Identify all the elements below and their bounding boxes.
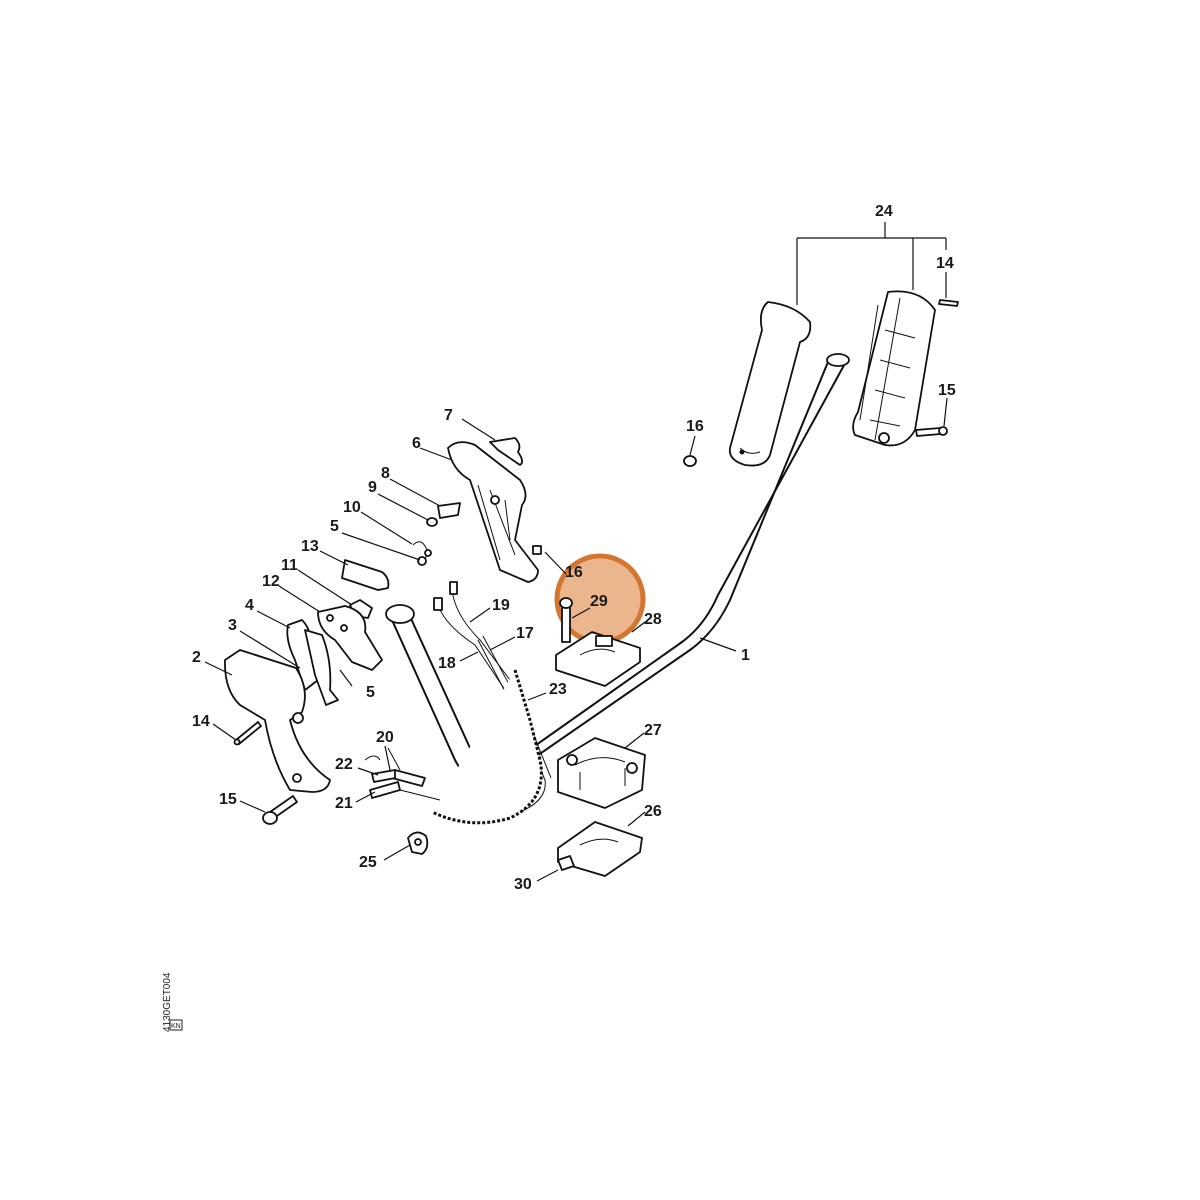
part-label-2[interactable]: 2 [192, 649, 201, 666]
spring-plate-8 [437, 502, 461, 519]
part-label-19[interactable]: 19 [492, 597, 510, 614]
screw-5-upper [417, 556, 427, 566]
cable-tie-22 [364, 755, 396, 783]
clamp-25 [407, 831, 429, 855]
part-label-14-left[interactable]: 14 [192, 713, 210, 730]
nut-16-upper [683, 455, 697, 467]
clamp-3 [304, 629, 339, 706]
screw-14-right [938, 299, 959, 307]
part-label-3[interactable]: 3 [228, 617, 237, 634]
drawing-code-box [169, 1019, 183, 1031]
control-handle-housing [447, 441, 539, 583]
nut-16-lower [532, 545, 542, 555]
part-label-6[interactable]: 6 [412, 435, 421, 452]
clamp-half-28 [555, 631, 641, 687]
corrugated-hose-23 [431, 669, 543, 825]
part-label-11[interactable]: 11 [281, 557, 298, 574]
part-label-28[interactable]: 28 [644, 611, 662, 628]
part-label-15-left[interactable]: 15 [219, 791, 237, 808]
part-label-17[interactable]: 17 [516, 625, 534, 642]
part-label-16-upper[interactable]: 16 [686, 418, 704, 435]
part-label-16-lower[interactable]: 16 [565, 564, 583, 581]
part-label-4[interactable]: 4 [245, 597, 254, 614]
part-label-5-upper[interactable]: 5 [330, 518, 339, 535]
part-label-29[interactable]: 29 [590, 593, 608, 610]
cover-13 [341, 559, 390, 591]
part-label-15-right[interactable]: 15 [938, 382, 956, 399]
grip-half-shell [852, 290, 936, 447]
part-label-7[interactable]: 7 [444, 407, 453, 424]
screw-14-left [233, 721, 262, 746]
part-label-23[interactable]: 23 [549, 681, 567, 698]
drawing-code-text: 4130GET004 [162, 972, 173, 1032]
part-label-10[interactable]: 10 [343, 499, 361, 516]
part-label-9[interactable]: 9 [368, 479, 377, 496]
part-label-18[interactable]: 18 [438, 655, 456, 672]
part-label-24[interactable]: 24 [875, 203, 893, 220]
drawing-code-box-text: KN [171, 1023, 181, 1030]
wire-harness-19 [433, 581, 511, 691]
pin-9 [426, 517, 438, 527]
part-label-26[interactable]: 26 [644, 803, 662, 820]
part-label-21[interactable]: 21 [335, 795, 353, 812]
part-number-labels: 24 14 15 16 7 6 8 9 10 5 13 11 12 4 3 2 … [192, 203, 956, 893]
part-label-22[interactable]: 22 [335, 756, 353, 773]
rear-handle-2 [224, 649, 331, 793]
part-label-5-lower[interactable]: 5 [366, 684, 375, 701]
clip-21 [369, 781, 441, 801]
nut-30 [557, 855, 575, 871]
screw-15-right [915, 426, 948, 437]
part-label-20[interactable]: 20 [376, 729, 394, 746]
handle-support-27 [557, 737, 646, 809]
part-label-27[interactable]: 27 [644, 722, 662, 739]
part-label-30[interactable]: 30 [514, 876, 532, 893]
connector-20 [387, 747, 426, 787]
part-label-25[interactable]: 25 [359, 854, 377, 871]
screw-15-left [262, 795, 298, 825]
trigger-lever-7 [489, 437, 523, 466]
housing-half-12 [317, 605, 383, 671]
part-label-8[interactable]: 8 [381, 465, 390, 482]
part-label-1-visible[interactable]: 1 [741, 647, 750, 664]
screw-29[interactable] [559, 597, 573, 643]
part-label-13[interactable]: 13 [301, 538, 319, 555]
part-label-12[interactable]: 12 [262, 573, 280, 590]
spring-10 [412, 541, 432, 559]
drawing-code: 4130GET004 [162, 972, 173, 1032]
leader-lines [204, 222, 948, 882]
part-label-14-right[interactable]: 14 [936, 255, 954, 272]
grip-sleeve [728, 301, 812, 467]
